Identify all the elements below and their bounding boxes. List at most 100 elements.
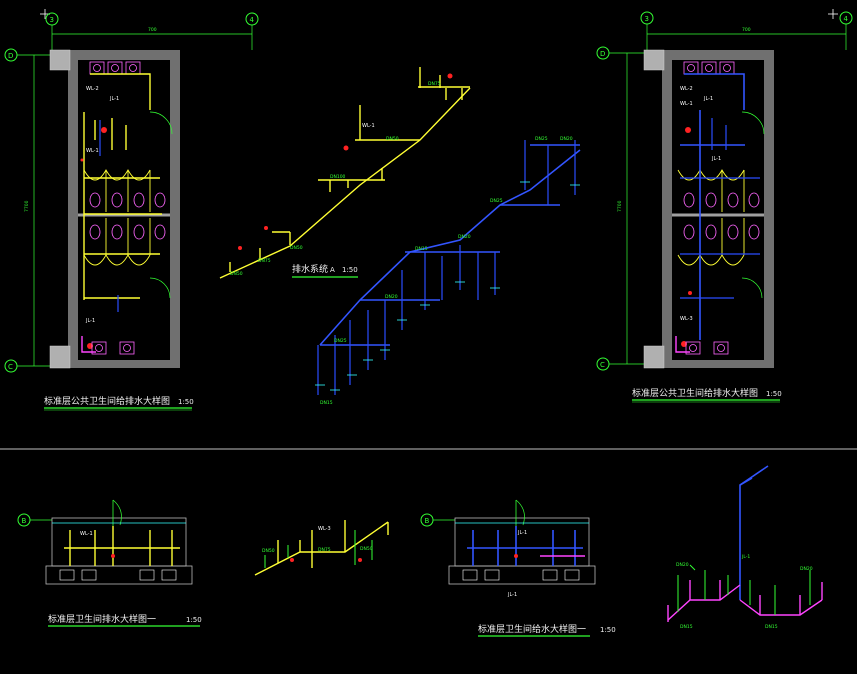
plan-right-title: 标准层公共卫生间给排水大样图 [632, 387, 758, 399]
corner-ticks [40, 9, 838, 19]
pipe-label: DN20 [458, 234, 471, 240]
pipe-label: DN50 [386, 136, 399, 142]
section-right-scale: 1:50 [600, 626, 616, 634]
axis-bubble-B-right: B [420, 513, 434, 527]
pipe-label: JL-1 [703, 96, 713, 102]
axis-bubble-C-left: C [4, 359, 18, 373]
axis-label-D: D [8, 52, 13, 60]
pipe-label: JL-1 [109, 96, 119, 102]
plan-left-title: 标准层公共卫生间给排水大样图 [44, 395, 170, 407]
axis-bubble-4-left: 4 [245, 12, 259, 26]
axis-label-3: 3 [645, 15, 649, 23]
pipe-label: DN20 [676, 562, 689, 568]
pipe-label: JL-1 [741, 554, 750, 560]
dim-side-left: 7700 [24, 200, 30, 212]
pipe-label: JL-1 [711, 156, 721, 162]
supply-fittings [315, 181, 580, 391]
drain-pipes-left-plan [83, 73, 162, 300]
pipe-label: WL-1 [86, 148, 99, 154]
pipe-label: WL-2 [680, 86, 693, 92]
pipe-label: WL-1 [362, 123, 375, 129]
pipe-label: DN25 [535, 136, 548, 142]
pipe-label: DN25 [334, 338, 347, 344]
pipe-label: DN15 [765, 624, 778, 630]
fixtures-bottom-right [675, 336, 729, 355]
column-top-left [49, 49, 71, 71]
pipe-label: DN75 [428, 81, 441, 87]
section-left[interactable]: B WL-1 标准层卫生间排水大样图一 1:50 [17, 499, 202, 627]
markers-left-plan [80, 127, 107, 349]
pipe-label: JL-1 [517, 530, 527, 536]
pipe-label: DN15 [320, 400, 333, 406]
sinks-left [59, 569, 177, 581]
pipe-label: DN50 [262, 548, 275, 554]
iso-drainage-title: 排水系统 [292, 263, 328, 275]
iso-supply-bottom[interactable]: JL-1 DN20 DN15 DN15 DN20 [667, 465, 823, 630]
pipe-label: DN50 [230, 271, 243, 277]
pipe-label: DN20 [800, 566, 813, 572]
iso-drainage-small[interactable]: WL-1 DN75 DN50 DN100 DN50 DN75 DN50 排水系统… [219, 67, 471, 279]
pipe-label: DN50 [290, 245, 303, 251]
axis-bubble-3-right: 3 [640, 11, 654, 25]
pipe-label: DN15 [680, 624, 693, 630]
supply-pipes-right-plan [680, 73, 760, 340]
pipe-label: WL-1 [80, 531, 93, 537]
toilet-stalls-upper [83, 169, 166, 212]
axis-label-B: B [425, 517, 430, 525]
column-top-right [643, 49, 665, 71]
supply-branches-bottom [667, 564, 823, 622]
iso-supply-large[interactable]: DN25 DN20 DN25 DN20 DN15 DN20 DN25 DN15 [315, 136, 581, 406]
pipe-label: WL-1 [680, 101, 693, 107]
fixtures-top [89, 61, 141, 75]
pipe-label: JL-1 [507, 592, 517, 598]
toilet-stalls-lower [83, 218, 166, 266]
dim-top-left: 700 [148, 27, 157, 33]
pipe-label: DN75 [318, 547, 331, 553]
plan-right-scale: 1:50 [766, 390, 782, 398]
axis-label-4: 4 [250, 16, 255, 24]
axis-bubble-3-left: 3 [45, 12, 59, 26]
iso-drainage-scale: 1:50 [342, 266, 358, 274]
iso-drainage-scale-label: A [330, 266, 335, 274]
section-right[interactable]: B JL-1 JL-1 标准层卫生间给水大样图一 1:50 [420, 499, 616, 637]
axis-bubble-4-right: 4 [839, 11, 853, 25]
pipe-label: DN20 [560, 136, 573, 142]
pipe-label: WL-3 [680, 316, 693, 322]
axis-label-3: 3 [50, 16, 54, 24]
axis-bubble-D-left: D [4, 48, 18, 62]
door-swing [149, 111, 173, 135]
axis-label-C: C [600, 361, 605, 369]
sinks-right [462, 569, 580, 581]
pipe-label: DN50 [360, 546, 373, 552]
pipe-label: DN100 [330, 174, 346, 180]
axis-label-C: C [8, 363, 13, 371]
plan-left[interactable]: 3 4 700 D C 7700 [4, 12, 259, 411]
axis-bubble-D-right: D [596, 46, 610, 60]
column-bottom-right [643, 345, 665, 369]
markers-right-plan [681, 127, 692, 347]
section-left-scale: 1:50 [186, 616, 202, 624]
axis-bubble-C-right: C [596, 357, 610, 371]
pipe-label: JL-1 [85, 318, 95, 324]
axis-bubble-B-left: B [17, 513, 31, 527]
plan-right[interactable]: 3 4 700 D C 7700 [596, 11, 853, 403]
risers [317, 140, 576, 395]
fixtures-bottom [81, 336, 135, 355]
pipe-label: WL-3 [318, 526, 331, 532]
section-left-title: 标准层卫生间排水大样图一 [48, 613, 156, 625]
axis-label-4: 4 [844, 15, 849, 23]
drain-pipes-section-left [64, 526, 180, 566]
pipe-label: DN15 [415, 246, 428, 252]
supply-pipes-section-right [467, 526, 585, 566]
pipe-label: DN20 [385, 294, 398, 300]
pipe-label: DN75 [258, 258, 271, 264]
pipe-label: WL-2 [86, 86, 99, 92]
axis-label-D: D [600, 50, 605, 58]
supply-pipes-left-plan [99, 120, 119, 312]
column-bottom-left [49, 345, 71, 369]
iso-small-bottom[interactable]: WL-3 DN50 DN75 DN50 [254, 520, 389, 576]
section-right-title: 标准层卫生间给水大样图一 [478, 623, 586, 635]
plan-left-scale: 1:50 [178, 398, 194, 406]
pipe-label: DN25 [490, 198, 503, 204]
